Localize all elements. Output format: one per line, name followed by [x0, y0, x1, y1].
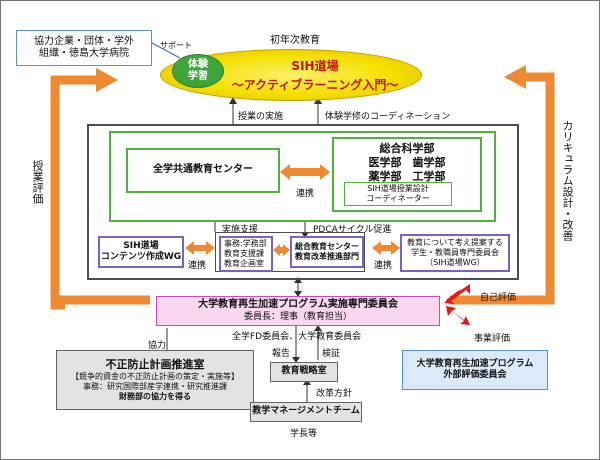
taiken-line1: 体験	[188, 58, 208, 70]
jimu-line2: 教育支援課	[224, 249, 264, 258]
shonenji-label: 初年次教育	[270, 35, 320, 46]
outer-box	[87, 124, 519, 280]
fusei-line3: 事務：研究国際部産学連携・研究推進課	[83, 381, 227, 391]
gakucho-label: 学長等	[290, 429, 318, 439]
center2-line2: 教育改革推進部門	[295, 252, 359, 261]
renkei-mid-arrow	[273, 244, 290, 256]
fusei-box: 不正防止計画推進室 【競争的資金の不正防止計画の策定・実施等】 事務：研究国際部…	[56, 350, 254, 410]
support-label: サポート	[160, 41, 192, 50]
senryaku-box: 教育戦略室	[270, 362, 338, 382]
center2-line1: 総合教育センター	[295, 242, 359, 251]
partners-box: 協力企業・団体・学外 組織・徳島大学病院	[16, 30, 152, 66]
hokoku-label: 報告	[272, 349, 291, 359]
pdca-label: PDCAサイクル促進	[313, 225, 392, 235]
content-wg-line1: SIH道場	[123, 240, 159, 251]
kaikaku-label: 改革方針	[316, 389, 353, 399]
committee-box: 大学教育再生加速プログラム実施専門委員会 委員長：理事（教育担当）	[156, 296, 440, 326]
taiken-ellipse: 体験 学習	[172, 54, 224, 88]
management-box: 教学マネージメントチーム	[250, 402, 362, 422]
left-feedback-arrow	[50, 75, 100, 310]
coord-line1: SIH道場授業設計	[367, 184, 429, 193]
taiken-line2: 学習	[188, 71, 208, 82]
senryaku-label: 教育戦略室	[281, 366, 327, 377]
external-eval-box: 大学教育再生加速プログラム 外部評価委員会	[402, 350, 548, 390]
management-label: 教学マネージメントチーム	[252, 406, 360, 417]
coord-line2: コーディネーター	[366, 194, 430, 203]
fd-label: 全学FD委員会、大学教育委員会	[232, 332, 362, 342]
sih-subtitle: ～アクティブラーニング入門～	[231, 78, 399, 92]
faculty-wg-line2: 学生・教職員専門委員会	[411, 248, 499, 257]
right-arrow-head	[504, 65, 526, 89]
renkei-a-label: 連携	[188, 261, 207, 271]
faculty-wg-box: 教育について考え提案する 学生・教職員専門委員会 （SIH道場WG）	[400, 234, 510, 272]
content-wg-line2: コンテンツ作成WG	[100, 252, 182, 262]
inner-green-box	[109, 131, 496, 222]
self-eval-red-arrow	[444, 284, 470, 304]
external-line1: 大学教育再生加速プログラム	[416, 358, 534, 369]
renkei-main-arrow	[280, 164, 330, 180]
jigyo-red-arrow	[446, 306, 470, 325]
self-eval-label: 自己評価	[480, 293, 517, 303]
fusei-line4: 財務部の協力を得る	[119, 391, 191, 401]
fusei-line2: 【競争的資金の不正防止計画の策定・実施等】	[71, 371, 239, 381]
sih-title: SIH道場	[291, 59, 339, 73]
left-arrow-head	[96, 68, 118, 92]
jimu-box: 事務:学務部 教育支援課 教育企画室	[219, 236, 273, 272]
right-vertical-label: カリキュラム設計・改善	[561, 120, 574, 241]
jimu-line1: 事務:学務部	[224, 239, 267, 248]
coordinator-box: SIH道場授業設計 コーディネーター	[344, 182, 452, 206]
committee-line2: 委員長：理事（教育担当）	[243, 311, 352, 322]
faculty-title: 総合科学部	[379, 142, 435, 155]
renkei-a-arrow	[185, 241, 215, 255]
left-vertical-label: 授業評価	[31, 160, 44, 204]
fusei-title: 不正防止計画推進室	[105, 358, 205, 372]
jugyo-jisshi-label: 授業の実施	[238, 112, 284, 122]
kensho-label: 検証	[322, 349, 341, 359]
renkei-b-label: 連携	[374, 261, 393, 271]
right-feedback-arrow	[450, 72, 555, 305]
center2-box: 総合教育センター 教育改革推進部門	[290, 236, 364, 268]
partners-line1: 協力企業・団体・学外	[34, 35, 134, 47]
kyoryoku-label: 協力	[148, 341, 167, 351]
faculty-row2: 薬学部 工学部	[368, 169, 446, 183]
renkei-main-label: 連携	[296, 189, 315, 199]
jigyo-hyoka-label: 事業評価	[474, 334, 511, 344]
partners-line2: 組織・徳島大学病院	[39, 48, 129, 59]
faculty-row1: 医学部 歯学部	[368, 155, 446, 169]
renkei-b-arrow	[372, 241, 400, 255]
center-common-box: 全学共通教育センター	[126, 148, 280, 193]
committee-line1: 大学教育再生加速プログラム実施専門委員会	[198, 299, 398, 311]
external-line2: 外部評価委員会	[443, 370, 507, 380]
faculty-wg-line3: （SIH道場WG）	[425, 258, 485, 267]
support-bracket	[215, 232, 365, 272]
center-common-label: 全学共通教育センター	[153, 164, 253, 176]
content-wg-box: SIH道場 コンテンツ作成WG	[98, 236, 184, 268]
jimu-line3: 教育企画室	[224, 259, 264, 268]
jisshi-shien-label: 実施支援	[222, 225, 259, 235]
faculty-wg-line1: 教育について考え提案する	[407, 238, 503, 247]
taiken-coord-label: 体験学修のコーディネーション	[325, 112, 451, 122]
